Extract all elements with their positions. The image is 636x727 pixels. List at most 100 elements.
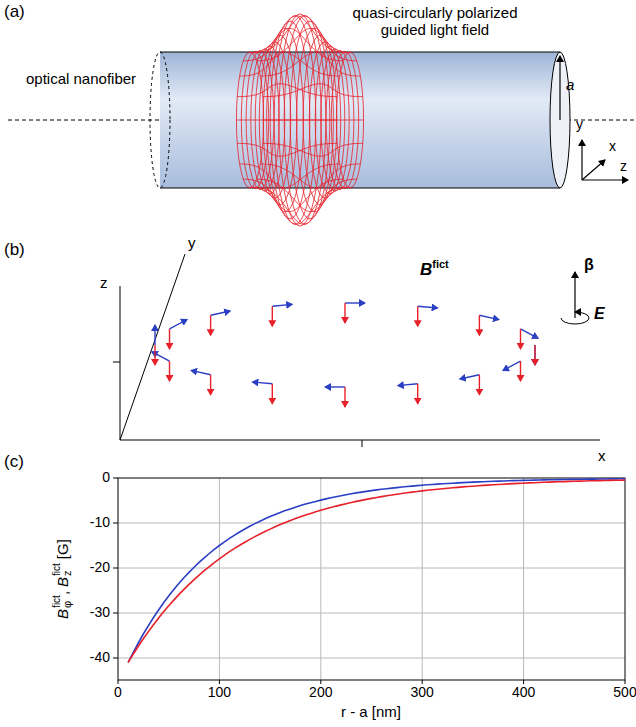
tick: [118, 680, 119, 684]
coordinate-axes: [582, 140, 628, 180]
mesh-line: [237, 84, 337, 97]
tick: [523, 680, 524, 684]
azimuthal-vector: [252, 382, 272, 384]
axial-vector: [417, 306, 418, 326]
tick-label: 0: [68, 469, 110, 485]
axial-vector: [210, 315, 211, 335]
axial-vector: [272, 306, 273, 326]
field-label: quasi-circularly polarized guided light …: [335, 4, 535, 39]
azimuthal-vector: [170, 320, 188, 329]
azimuthal-vector: [418, 306, 438, 308]
tick: [219, 680, 220, 684]
field-vectors: [152, 303, 538, 407]
panel-label: (b): [4, 240, 25, 260]
axial-vector: [479, 315, 480, 335]
grid-line: [320, 478, 321, 680]
azimuthal-vector: [460, 375, 480, 379]
azimuthal-vector: [398, 384, 418, 386]
tick: [113, 613, 118, 614]
axial-vector: [344, 387, 345, 407]
tick: [625, 680, 626, 684]
axial-vector: [272, 384, 273, 404]
azimuthal-vector: [325, 386, 345, 387]
axial-vector: [169, 361, 170, 381]
axial-vector: [154, 345, 155, 365]
symbol-b: B: [420, 260, 432, 279]
tick: [422, 680, 423, 684]
axis-title: r - a [nm]: [271, 703, 471, 720]
grid-line: [422, 478, 423, 680]
script-stack: fictz: [52, 563, 73, 576]
tick: [113, 568, 118, 569]
tick-label: 0: [93, 684, 143, 700]
axial-vector: [534, 345, 535, 365]
azimuthal-vector: [479, 315, 499, 319]
mesh-line: [263, 84, 363, 97]
subscript: z: [62, 563, 73, 576]
azimuthal-vector: [211, 311, 231, 315]
tick-label: -10: [68, 514, 110, 530]
mesh-line: [261, 164, 361, 188]
mesh-line: [243, 28, 343, 61]
axis-title: Bfictφ,Bfictz[G]: [52, 539, 73, 619]
mesh-line: [257, 28, 357, 61]
script-stack: fictφ: [52, 595, 73, 608]
axial-vector: [520, 361, 521, 381]
guided-field-mesh: [236, 14, 363, 226]
subscript: φ: [62, 595, 73, 608]
tick-label: -20: [68, 559, 110, 575]
superscript: fict: [432, 258, 449, 270]
e-symbol: E: [594, 305, 605, 323]
azimuthal-vector: [154, 325, 155, 345]
grid-line: [118, 613, 625, 614]
mesh-line: [237, 143, 337, 156]
superscript: fict: [52, 595, 62, 608]
nanofiber: [8, 52, 636, 188]
tick-label: 100: [194, 684, 244, 700]
axis-label: z: [620, 158, 627, 174]
fiber-label: optical nanofiber: [26, 70, 136, 87]
axis-label: z: [100, 274, 108, 291]
axial-vector: [169, 329, 170, 349]
axial-vector: [210, 375, 211, 395]
grid-line: [118, 523, 625, 524]
grid-line: [523, 478, 524, 680]
axis-label: y: [576, 116, 583, 132]
mesh-line: [263, 143, 363, 156]
axis-label: x: [609, 138, 616, 154]
mesh-line: [252, 187, 352, 224]
tick-label: -40: [68, 649, 110, 665]
tick: [113, 478, 118, 479]
tick-label: 400: [499, 684, 549, 700]
axial-vector: [417, 384, 418, 404]
tick-label: 200: [296, 684, 346, 700]
propagation-symbol: [561, 272, 589, 324]
axis-label: y: [188, 234, 196, 251]
axes-3d: [113, 254, 600, 447]
axial-vector: [479, 375, 480, 395]
mesh-line: [240, 52, 340, 76]
superscript: fict: [52, 563, 62, 576]
field-symbol: Bfict: [420, 258, 449, 280]
data-curve: [128, 480, 625, 662]
tick: [113, 523, 118, 524]
mesh-line: [243, 179, 343, 212]
mesh-line: [236, 120, 336, 121]
radius-label: a: [566, 76, 574, 93]
data-curve: [128, 479, 625, 663]
azimuthal-vector: [191, 370, 211, 374]
unit: [G]: [53, 539, 70, 559]
plot-frame: [118, 478, 625, 680]
azimuthal-vector: [534, 345, 535, 365]
tick-label: 500: [600, 684, 636, 700]
azimuthal-vector: [345, 302, 365, 303]
tick-label: 300: [397, 684, 447, 700]
grid-line: [118, 658, 625, 659]
symbol-b: B: [53, 609, 70, 619]
mesh-line: [248, 16, 348, 53]
azimuthal-vector: [272, 304, 292, 306]
mesh-line: [257, 179, 357, 212]
beta-symbol: β: [584, 256, 594, 274]
panel-label: (c): [4, 452, 24, 472]
axial-vector: [344, 303, 345, 323]
